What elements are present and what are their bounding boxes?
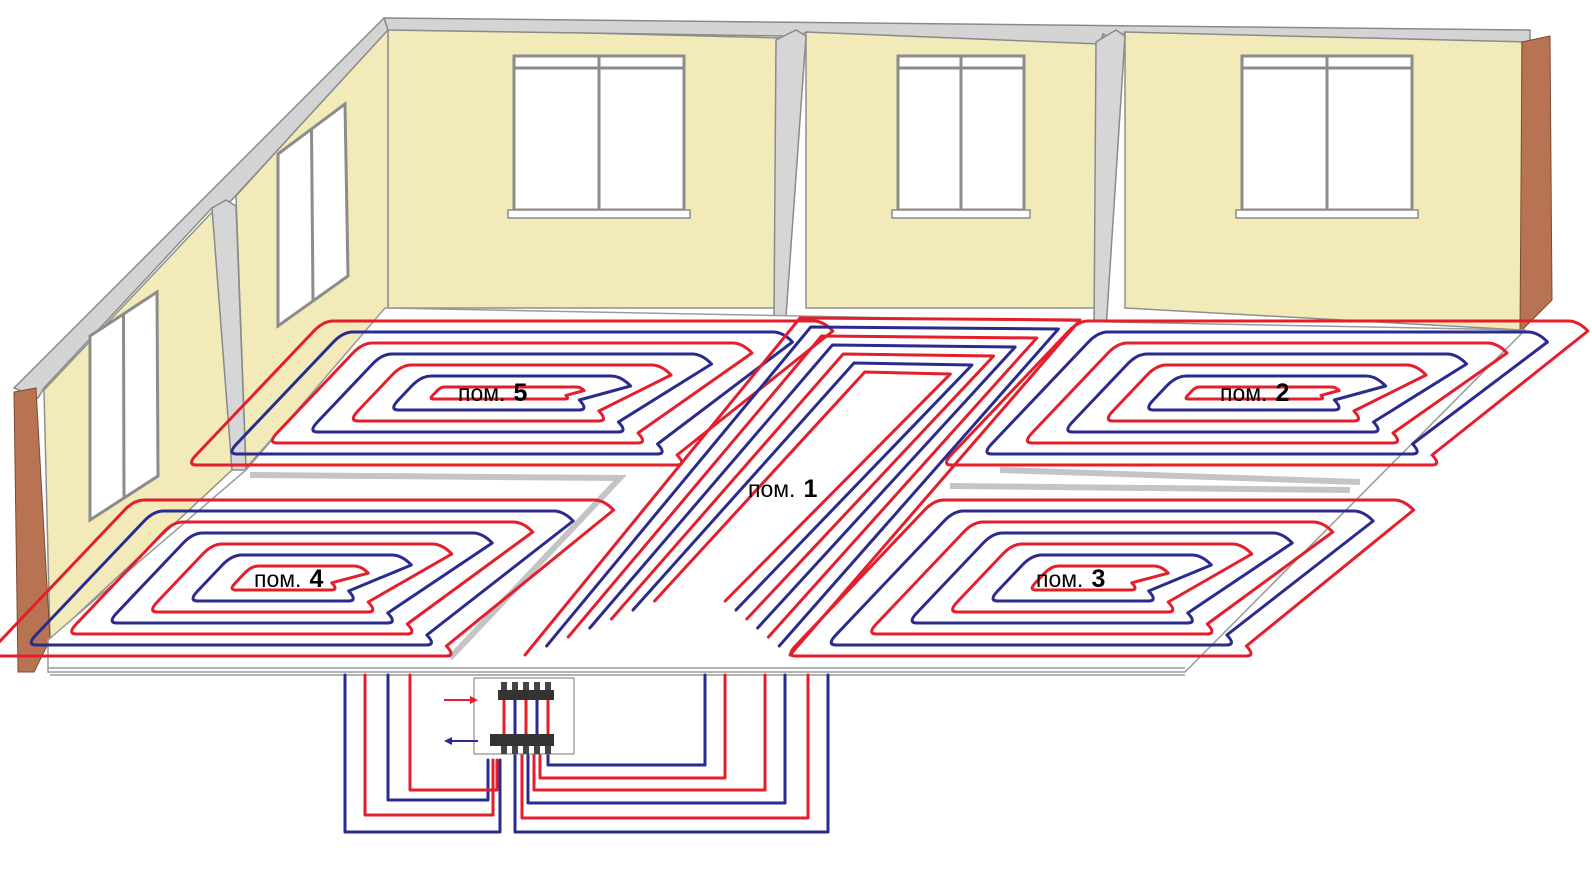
pipe-loop xyxy=(429,385,586,401)
window-icon xyxy=(88,289,160,523)
pipe-run xyxy=(566,334,1039,639)
feed-pipe xyxy=(520,673,810,820)
pipe-loop xyxy=(991,553,1213,603)
feed-pipe xyxy=(386,673,490,802)
return-arrow-icon xyxy=(444,737,478,745)
feed-pipe xyxy=(526,673,787,805)
room-label-1: пом.1 xyxy=(748,475,817,503)
pipe-run xyxy=(631,361,974,612)
window-icon xyxy=(507,54,691,219)
heating-pipes xyxy=(0,316,1590,834)
feed-pipe xyxy=(363,673,495,817)
pipe-loop xyxy=(1106,363,1428,423)
pipe-run xyxy=(523,316,1082,657)
pipe-loop xyxy=(870,520,1335,636)
pipe-loop xyxy=(789,498,1416,658)
pipe-run xyxy=(609,352,996,621)
feed-pipe xyxy=(343,673,502,834)
pipe-loop xyxy=(230,564,370,592)
pipe-loop xyxy=(1030,564,1170,592)
manifold-icon xyxy=(444,677,575,755)
pipe-loop xyxy=(351,363,673,423)
feed-pipe xyxy=(532,673,767,792)
pipe-loop xyxy=(910,531,1294,625)
pipe-loop xyxy=(191,553,413,603)
pipe-loop xyxy=(1066,352,1469,434)
pipe-loop xyxy=(110,531,494,625)
pipe-loop xyxy=(70,520,535,636)
pipe-loop xyxy=(270,341,754,445)
heating-coil-room-3 xyxy=(789,498,1416,658)
heating-coil-room-5 xyxy=(189,319,835,467)
window-icon xyxy=(276,101,350,329)
feed-pipe xyxy=(408,673,499,792)
room-label-5: пом.5 xyxy=(458,379,527,407)
room-label-3: пом.3 xyxy=(1036,565,1105,593)
pipe-run xyxy=(545,325,1060,648)
supply-arrow-icon xyxy=(444,696,478,704)
feed-lines xyxy=(343,673,830,834)
pipe-loop xyxy=(1147,374,1388,412)
windows xyxy=(88,54,1419,523)
pipe-loop xyxy=(0,498,616,658)
room-labels: пом.5 пом.2 пом.1 пом.4 пом.3 xyxy=(254,379,1289,593)
feed-pipe xyxy=(538,673,727,780)
room-label-2: пом.2 xyxy=(1220,379,1289,407)
partition-wall-1 xyxy=(773,29,807,317)
pipe-loop xyxy=(151,542,454,614)
pipe-loop xyxy=(29,509,575,647)
pipe-run xyxy=(588,343,1017,630)
feed-pipe xyxy=(513,673,830,834)
feed-pipe xyxy=(546,673,707,767)
pipe-loop xyxy=(951,542,1254,614)
pipe-loop xyxy=(829,509,1375,647)
pipe-loop xyxy=(392,374,633,412)
pipe-loop xyxy=(311,352,714,434)
partition-wall-2 xyxy=(1093,29,1126,331)
pipe-run xyxy=(653,370,952,603)
wall-section-right xyxy=(1519,35,1553,334)
window-icon xyxy=(891,54,1031,219)
pipe-loop xyxy=(1025,341,1509,445)
heating-coil-room-1 xyxy=(523,316,1082,657)
pipe-loop xyxy=(985,330,1549,456)
window-icon xyxy=(1235,54,1419,219)
room-label-4: пом.4 xyxy=(254,565,323,593)
partition-wall-left xyxy=(211,199,247,471)
pipe-loop xyxy=(1184,385,1341,401)
pipe-loop xyxy=(189,319,835,467)
heating-coil-room-4 xyxy=(0,498,616,658)
